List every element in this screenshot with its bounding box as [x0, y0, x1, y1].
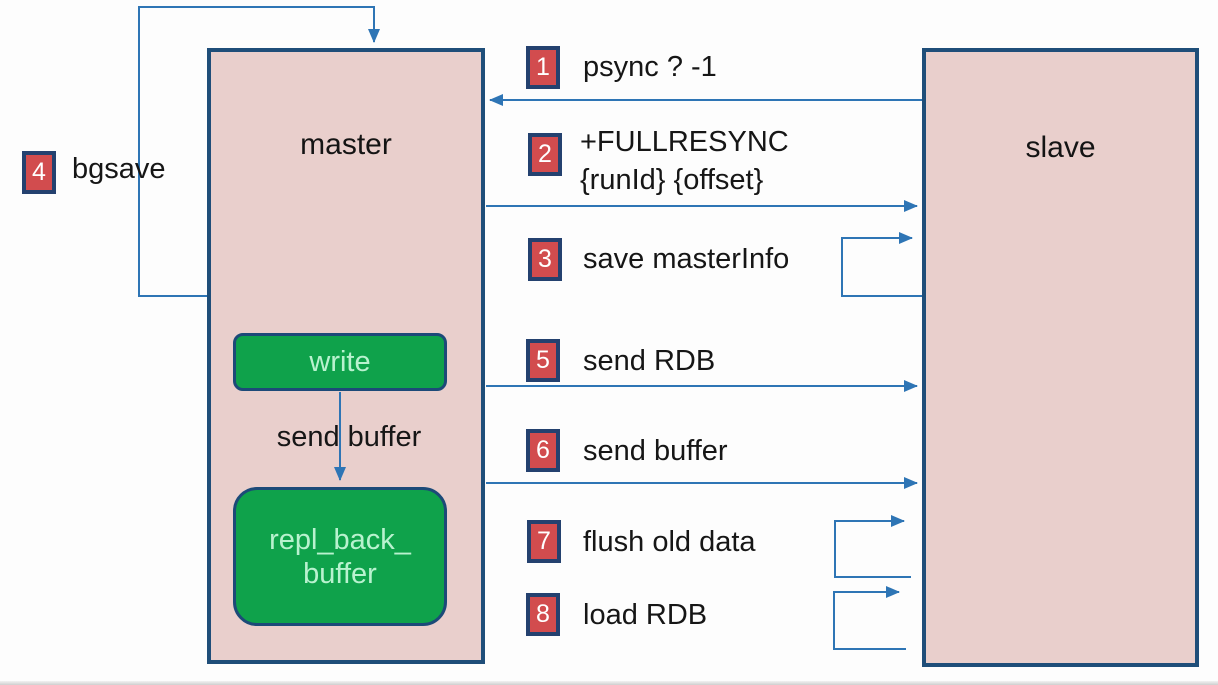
repl-back-buffer-label-line1: repl_back_ — [269, 523, 411, 556]
loop-load-rdb — [833, 586, 906, 650]
slave-box — [922, 48, 1199, 667]
step-2-label-line1: +FULLRESYNC — [580, 126, 789, 158]
loop-save-masterinfo — [841, 232, 922, 297]
step-2-badge: 2 — [528, 133, 562, 176]
slave-label: slave — [1025, 131, 1096, 164]
step-2-number: 2 — [538, 140, 552, 168]
step-7-label: flush old data — [583, 526, 756, 558]
loop-bgsave — [138, 6, 380, 297]
step-8-label: load RDB — [583, 599, 708, 631]
step-6-badge: 6 — [526, 429, 560, 472]
step-7-badge: 7 — [527, 520, 561, 563]
step-1-number: 1 — [536, 53, 550, 81]
send-buffer-arrow-label: send buffer — [276, 421, 422, 453]
step-2-label-line2: {runId} {offset} — [580, 164, 764, 196]
step-5-badge: 5 — [526, 339, 560, 382]
master-label: master — [300, 128, 392, 161]
step-4-badge: 4 — [22, 151, 56, 194]
repl-back-buffer-label-line2: buffer — [303, 557, 377, 590]
step-8-badge: 8 — [526, 593, 560, 636]
step-8-number: 8 — [536, 600, 550, 628]
step-1-badge: 1 — [526, 46, 560, 89]
step-5-number: 5 — [536, 346, 550, 374]
step-3-label: save masterInfo — [583, 243, 790, 275]
write-label: write — [309, 346, 371, 378]
step-4-label: bgsave — [72, 153, 166, 185]
step-6-label: send buffer — [583, 435, 728, 467]
bottom-edge-strip — [0, 681, 1218, 685]
step-5-label: send RDB — [583, 345, 716, 377]
step-7-number: 7 — [537, 527, 551, 555]
step-1-label: psync ? -1 — [583, 51, 717, 83]
write-box: write — [233, 333, 447, 391]
step-3-number: 3 — [538, 245, 552, 273]
step-6-number: 6 — [536, 436, 550, 464]
step-3-badge: 3 — [528, 238, 562, 281]
repl-back-buffer-box: repl_back_ buffer — [233, 487, 447, 626]
step-4-number: 4 — [32, 158, 46, 186]
loop-flush-old-data — [834, 515, 911, 578]
